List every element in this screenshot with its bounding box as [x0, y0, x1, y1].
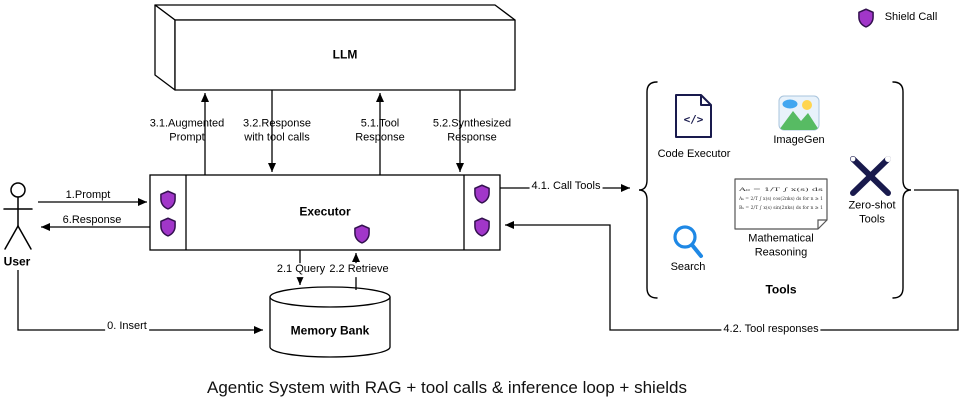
shield-icon	[354, 224, 370, 244]
user-figure	[3, 182, 33, 250]
shield-icon	[474, 217, 490, 237]
right-brace	[892, 81, 912, 299]
shield-icon	[160, 217, 176, 237]
left-brace	[638, 81, 658, 299]
edge-tool-responses	[505, 189, 959, 331]
executor-node	[149, 174, 501, 251]
llm-node	[154, 4, 516, 91]
diagram-title: Agentic System with RAG + tool calls & i…	[206, 378, 688, 397]
shield-icon	[858, 8, 874, 28]
math-formula-line: Bₖ = 2/T ∫ x(s) sin(2πks) ds for n ≥ 1	[739, 204, 823, 211]
tools-group-braces	[638, 81, 912, 299]
zero-shot-tools-icon	[850, 156, 891, 196]
search-icon	[673, 225, 703, 258]
code-executor-icon: </>	[675, 94, 712, 138]
math-formula-line: Aₖ = 2/T ∫ x(s) cos(2πks) ds for n ≥ 1	[738, 195, 823, 202]
memory-bank-node	[269, 286, 391, 358]
math-reasoning-icon: A₀ = 1/T ∫ x(s) ds Aₖ = 2/T ∫ x(s) cos(2…	[734, 178, 828, 230]
imagegen-icon	[778, 95, 820, 131]
edge-insert	[17, 270, 263, 334]
shield-icon	[160, 190, 176, 210]
shield-icon	[474, 184, 490, 204]
math-formula-line: A₀ = 1/T ∫ x(s) ds	[737, 186, 824, 193]
code-glyph: </>	[684, 113, 704, 126]
